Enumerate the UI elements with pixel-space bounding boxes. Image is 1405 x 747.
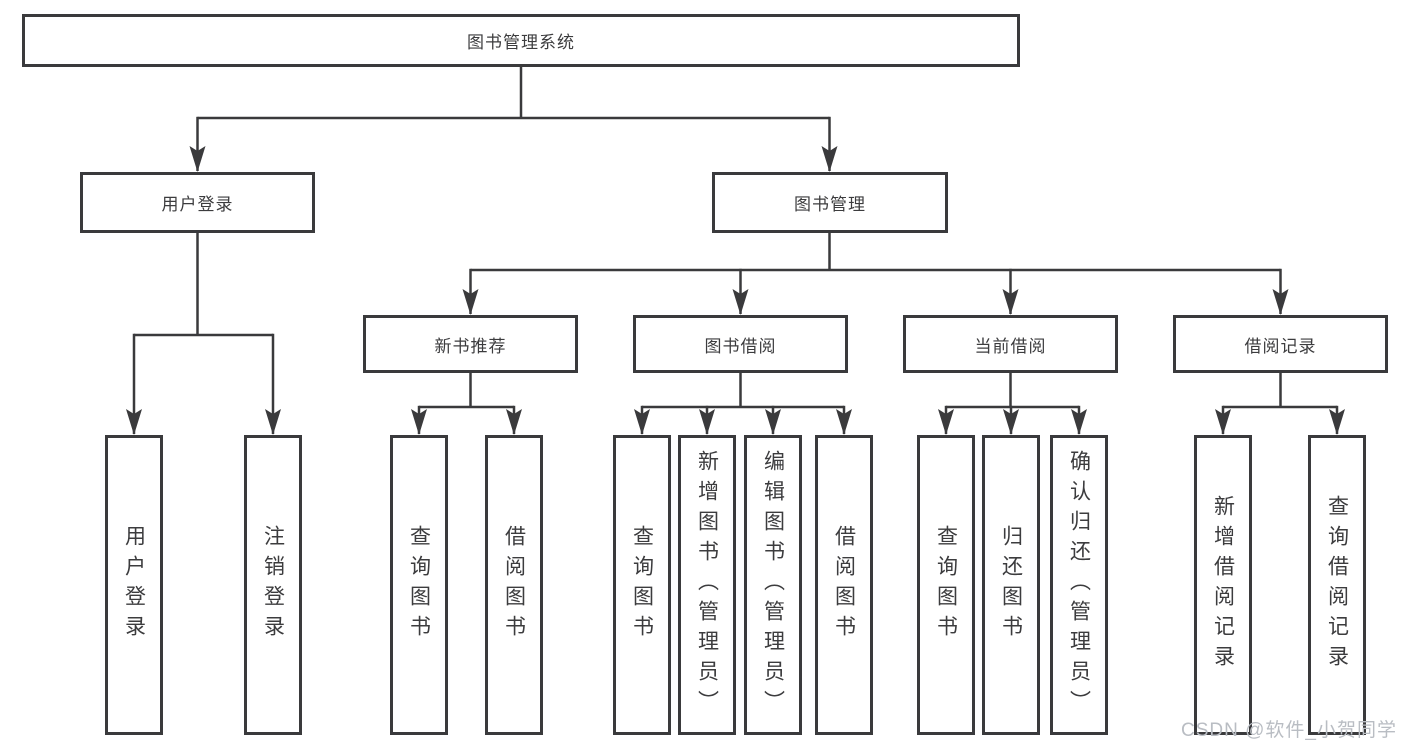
leaf-return-books: 归还图书 xyxy=(982,435,1040,735)
leaf-add-borrow-record: 新增借阅记录 xyxy=(1194,435,1252,735)
node-book-borrow-label: 图书借阅 xyxy=(704,336,777,356)
leaf-borrow-books: 借阅图书 xyxy=(815,435,873,735)
leaf-query-books-recommend-label: 查询图书 xyxy=(407,525,431,645)
leaf-query-books-current: 查询图书 xyxy=(917,435,975,735)
leaf-user-login: 用户登录 xyxy=(105,435,163,735)
leaf-borrow-books-recommend-label: 借阅图书 xyxy=(502,525,526,645)
leaf-query-books-current-label: 查询图书 xyxy=(934,525,958,645)
leaf-add-books-admin: 新增图书（管理员） xyxy=(678,435,736,735)
node-root-label: 图书管理系统 xyxy=(467,33,575,52)
node-borrow-record: 借阅记录 xyxy=(1173,315,1388,373)
leaf-query-books-recommend: 查询图书 xyxy=(390,435,448,735)
leaf-user-login-label: 用户登录 xyxy=(122,525,146,645)
leaf-edit-books-admin-label: 编辑图书（管理员） xyxy=(761,450,785,720)
leaf-query-borrow-record-label: 查询借阅记录 xyxy=(1325,495,1349,675)
node-new-book-recommend-label: 新书推荐 xyxy=(434,336,507,356)
node-book-borrow: 图书借阅 xyxy=(633,315,848,373)
node-borrow-record-label: 借阅记录 xyxy=(1244,336,1317,356)
leaf-logout-login-label: 注销登录 xyxy=(261,525,285,645)
leaf-query-books-borrow-label: 查询图书 xyxy=(630,525,654,645)
node-root: 图书管理系统 xyxy=(22,14,1020,67)
leaf-edit-books-admin: 编辑图书（管理员） xyxy=(744,435,802,735)
node-user-login: 用户登录 xyxy=(80,172,315,233)
csdn-watermark: CSDN @软件_小贺同学 xyxy=(1181,720,1397,741)
node-new-book-recommend: 新书推荐 xyxy=(363,315,578,373)
leaf-confirm-return-admin: 确认归还（管理员） xyxy=(1050,435,1108,735)
leaf-query-books-borrow: 查询图书 xyxy=(613,435,671,735)
leaf-add-borrow-record-label: 新增借阅记录 xyxy=(1211,495,1235,675)
leaf-confirm-return-admin-label: 确认归还（管理员） xyxy=(1067,450,1091,720)
leaf-logout-login: 注销登录 xyxy=(244,435,302,735)
node-book-management: 图书管理 xyxy=(712,172,948,233)
leaf-add-books-admin-label: 新增图书（管理员） xyxy=(695,450,719,720)
node-current-borrow: 当前借阅 xyxy=(903,315,1118,373)
leaf-return-books-label: 归还图书 xyxy=(999,525,1023,645)
node-current-borrow-label: 当前借阅 xyxy=(974,336,1047,356)
leaf-query-borrow-record: 查询借阅记录 xyxy=(1308,435,1366,735)
leaf-borrow-books-label: 借阅图书 xyxy=(832,525,856,645)
leaf-borrow-books-recommend: 借阅图书 xyxy=(485,435,543,735)
node-user-login-label: 用户登录 xyxy=(161,195,234,214)
node-book-management-label: 图书管理 xyxy=(794,195,866,214)
